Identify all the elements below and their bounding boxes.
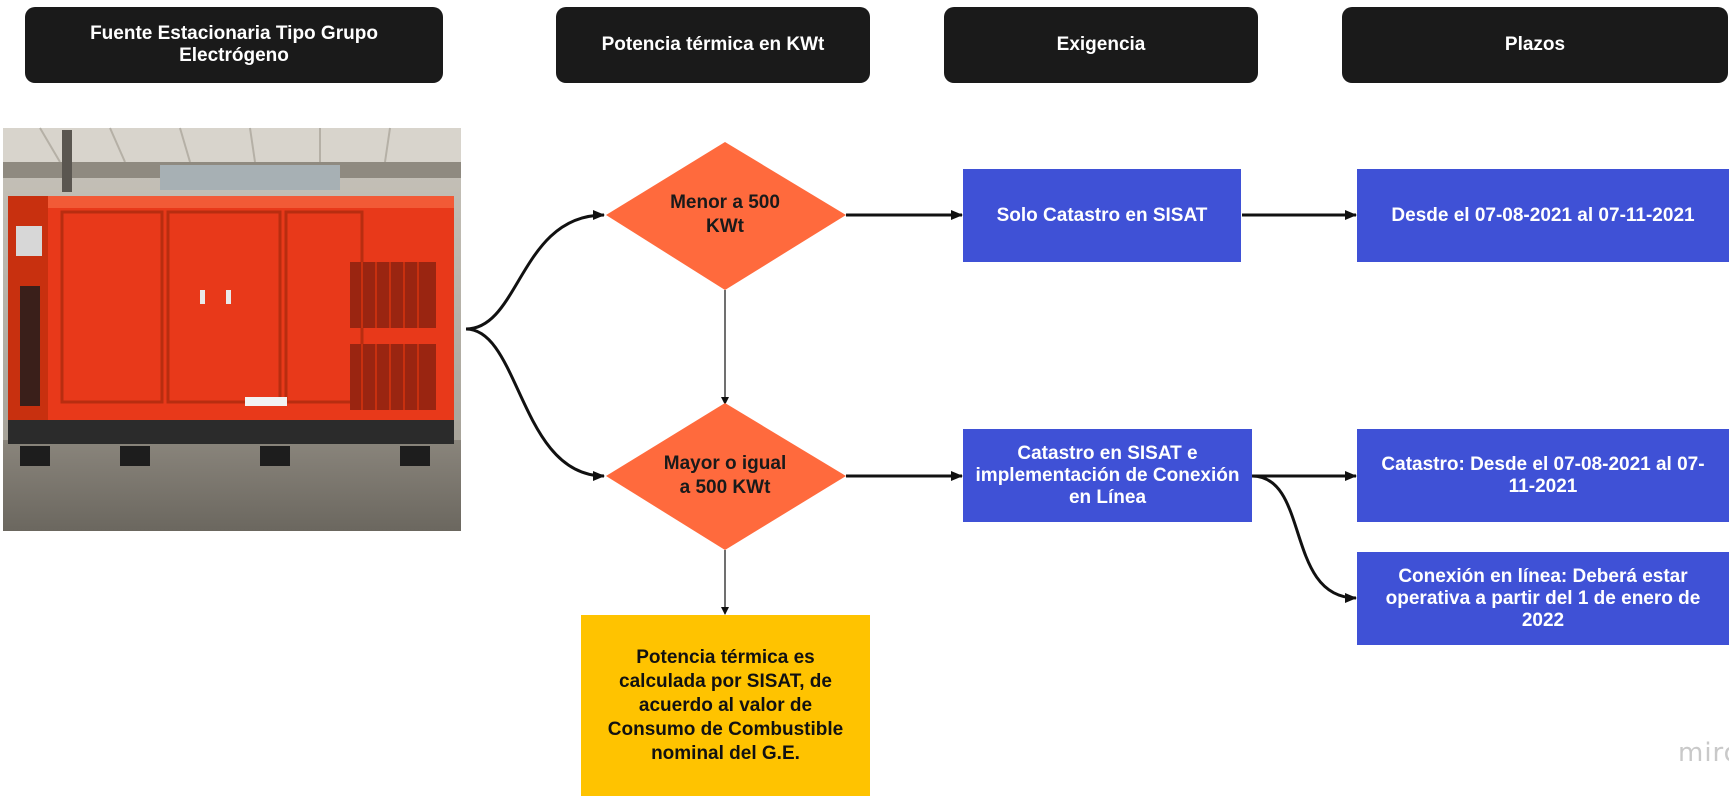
deadline-lower: Desde el 07-08-2021 al 07-11-2021: [1357, 169, 1729, 262]
decision-lower: Menor a 500 KWt: [670, 192, 780, 237]
header-exigencia: Exigencia: [944, 7, 1258, 83]
requirement-lower: Solo Catastro en SISAT: [963, 169, 1241, 262]
header-potencia: Potencia térmica en KWt: [556, 7, 870, 83]
header-plazos: Plazos: [1342, 7, 1728, 83]
miro-watermark: miro: [1678, 738, 1729, 768]
decision-higher: Mayor o igual a 500 KWt: [663, 453, 787, 498]
requirement-higher: Catastro en SISAT e implementación de Co…: [963, 429, 1252, 522]
note-box: Potencia térmica es calculada por SISAT,…: [581, 615, 870, 796]
deadline-catastro: Catastro: Desde el 07-08-2021 al 07-11-2…: [1357, 429, 1729, 522]
deadline-conexion: Conexión en línea: Deberá estar operativ…: [1357, 552, 1729, 645]
header-fuente: Fuente Estacionaria Tipo Grupo Electróge…: [25, 7, 443, 83]
